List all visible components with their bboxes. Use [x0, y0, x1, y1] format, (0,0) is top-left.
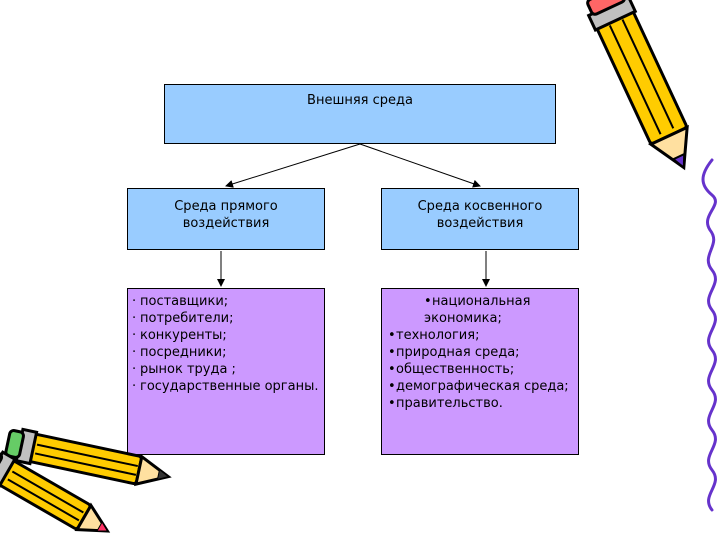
indirect-impact-title-line2: воздействия	[436, 216, 524, 231]
indirect-impact-node: Среда косвенного воздействия	[381, 188, 579, 250]
list-item: •правительство.	[388, 396, 503, 411]
direct-impact-node: Среда прямого воздействия	[127, 188, 325, 250]
list-item: ·конкуренты;	[132, 328, 227, 343]
list-item: •национальная экономика;	[424, 294, 531, 326]
list-item: ·потребители;	[132, 311, 234, 326]
connector-root-right	[359, 143, 481, 188]
direct-impact-title-line1: Среда прямого	[174, 199, 278, 214]
list-item: ·государственные органы.	[132, 379, 319, 394]
list-item: •природная среда;	[388, 345, 520, 360]
direct-impact-list: ·поставщики; ·потребители; ·конкуренты; …	[127, 288, 325, 455]
direct-impact-title-line2: воздействия	[182, 216, 270, 231]
list-item: ·посредники;	[132, 345, 227, 360]
list-item: •технология;	[388, 328, 480, 343]
indirect-impact-list: •национальная экономика; •технология; •п…	[381, 288, 579, 455]
list-item: ·рынок труда ;	[132, 362, 236, 377]
list-item: •общественность;	[388, 362, 515, 377]
root-node: Внешняя среда	[164, 84, 556, 144]
indirect-impact-title-line1: Среда косвенного	[417, 199, 543, 214]
root-node-label: Внешняя среда	[307, 93, 413, 108]
list-item: •демографическая среда;	[388, 379, 569, 394]
connector-root-left	[225, 143, 361, 188]
list-item: ·поставщики;	[132, 294, 229, 309]
